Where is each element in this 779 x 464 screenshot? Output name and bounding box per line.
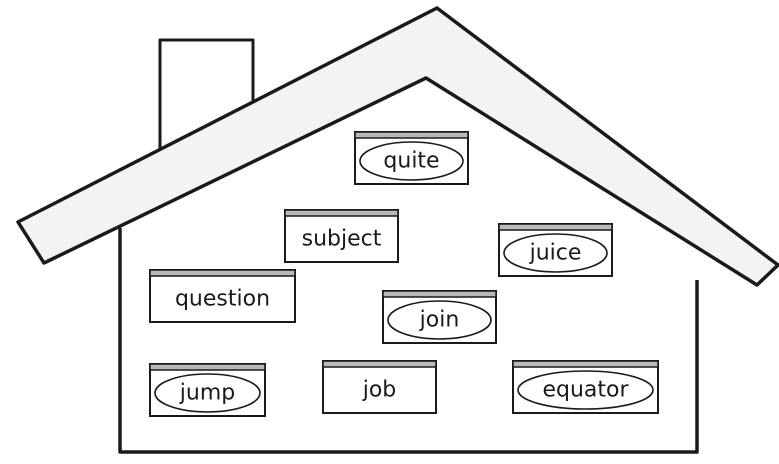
card-word: jump	[179, 381, 235, 406]
circle-mark	[387, 300, 492, 340]
card-body	[354, 131, 469, 185]
roof	[16, 6, 779, 287]
word-card-question: question	[149, 269, 296, 323]
card-word: subject	[302, 227, 382, 252]
card-header-bar	[354, 131, 469, 139]
word-card-quite: quite	[354, 131, 469, 185]
card-header-bar	[322, 360, 437, 368]
card-word: question	[175, 287, 270, 312]
card-body	[498, 223, 613, 277]
house-illustration	[16, 6, 779, 454]
word-card-juice: juice	[498, 223, 613, 277]
card-word: join	[419, 308, 460, 333]
house-walls	[118, 228, 699, 454]
card-header-bar	[149, 363, 266, 371]
word-card-join: join	[382, 290, 497, 344]
card-header-bar	[382, 290, 497, 298]
word-card-equator: equator	[512, 360, 659, 414]
card-header-bar	[498, 223, 613, 231]
circle-mark	[154, 373, 261, 413]
circle-mark	[359, 141, 464, 181]
circle-mark	[517, 370, 654, 410]
card-header-bar	[149, 269, 296, 277]
card-body	[149, 363, 266, 417]
word-card-jump: jump	[149, 363, 266, 417]
card-word: quite	[383, 149, 439, 174]
card-word: equator	[542, 378, 629, 403]
word-card-job: job	[322, 360, 437, 414]
card-header-bar	[512, 360, 659, 368]
card-header-bar	[284, 209, 399, 217]
card-body	[149, 269, 296, 323]
card-body	[284, 209, 399, 263]
card-body	[512, 360, 659, 414]
word-card-subject: subject	[284, 209, 399, 263]
card-word: juice	[529, 241, 582, 266]
word-cards: quite subject juice question join jump job equa…	[149, 131, 659, 417]
circle-mark	[503, 233, 608, 273]
card-word: job	[362, 378, 397, 403]
card-body	[382, 290, 497, 344]
